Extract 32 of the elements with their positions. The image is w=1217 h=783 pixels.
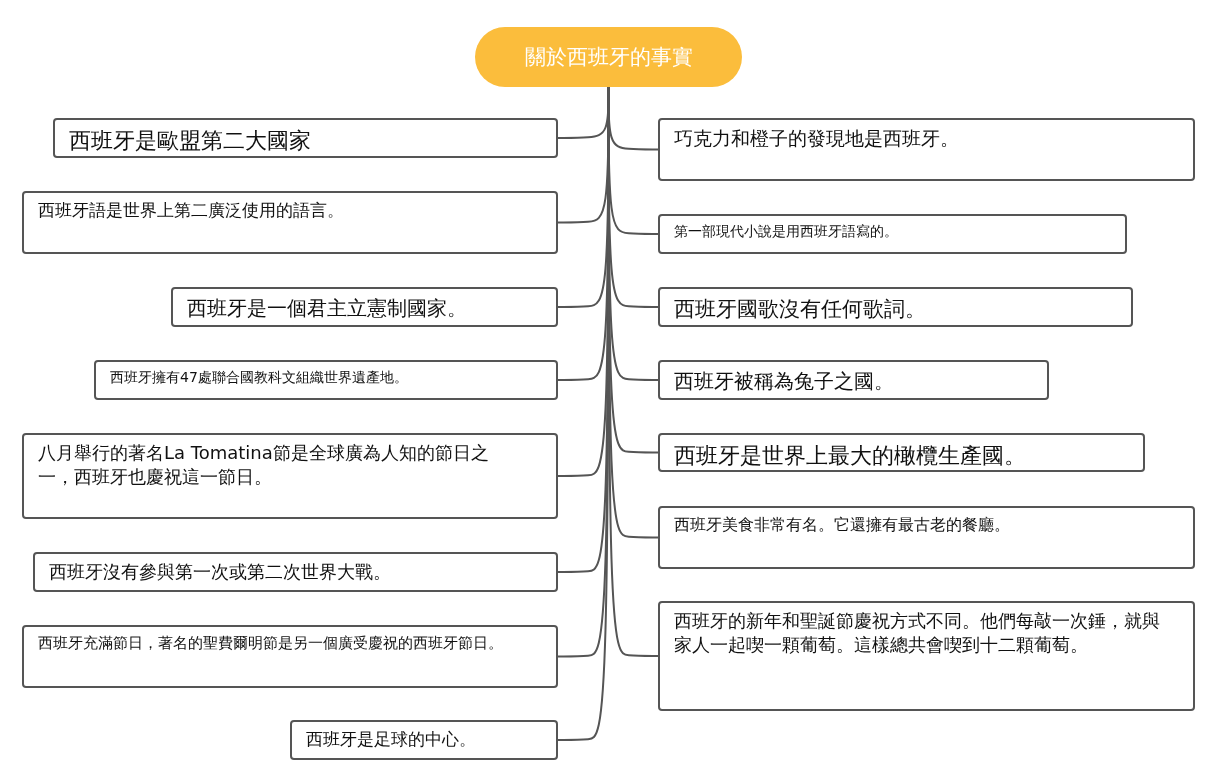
fact-text: 西班牙擁有47處聯合國教科文組織世界遺產地。 — [110, 368, 408, 387]
fact-box — [171, 287, 558, 327]
fact-box — [658, 506, 1195, 569]
fact-text: 西班牙美食非常有名。它還擁有最古老的餐廳。 — [674, 514, 1010, 536]
fact-box — [53, 118, 558, 158]
fact-box — [658, 287, 1133, 327]
topic-pill — [475, 27, 742, 87]
fact-box — [658, 360, 1049, 400]
fact-box — [658, 118, 1195, 181]
fact-text: 西班牙是世界上最大的橄欖生產國。 — [674, 442, 1026, 470]
fact-box — [22, 433, 558, 519]
fact-box — [22, 191, 558, 254]
fact-text: 西班牙是歐盟第二大國家 — [69, 127, 311, 155]
fact-box — [33, 552, 558, 592]
fact-text: 西班牙的新年和聖誕節慶祝方式不同。他們每敲一次錘，就與家人一起喫一顆葡萄。這樣總共會喫到十二顆葡萄。 — [674, 609, 1161, 658]
fact-text: 八月舉行的著名La Tomatina節是全球廣為人知的節日之一，西班牙也慶祝這一節日。 — [38, 441, 490, 490]
fact-box — [94, 360, 558, 400]
fact-text: 巧克力和橙子的發現地是西班牙。 — [674, 126, 959, 151]
fact-box — [658, 433, 1145, 472]
fact-text: 西班牙充滿節日，著名的聖費爾明節是另一個廣受慶祝的西班牙節日。 — [38, 633, 504, 654]
fact-box — [658, 601, 1195, 711]
fact-box — [290, 720, 558, 760]
topic-title: 關於西班牙的事實 — [524, 44, 693, 71]
fact-text: 西班牙沒有參與第一次或第二次世界大戰。 — [49, 560, 391, 584]
fact-text: 西班牙被稱為兔子之國。 — [674, 368, 894, 395]
fact-text: 第一部現代小說是用西班牙語寫的。 — [674, 222, 898, 241]
fact-text: 西班牙是足球的中心。 — [306, 728, 476, 751]
fact-box — [658, 214, 1127, 254]
fact-text: 西班牙國歌沒有任何歌詞。 — [674, 296, 926, 323]
fact-box — [22, 625, 558, 688]
fact-text: 西班牙語是世界上第二廣泛使用的語言。 — [38, 199, 344, 222]
fact-text: 西班牙是一個君主立憲制國家。 — [187, 295, 467, 322]
